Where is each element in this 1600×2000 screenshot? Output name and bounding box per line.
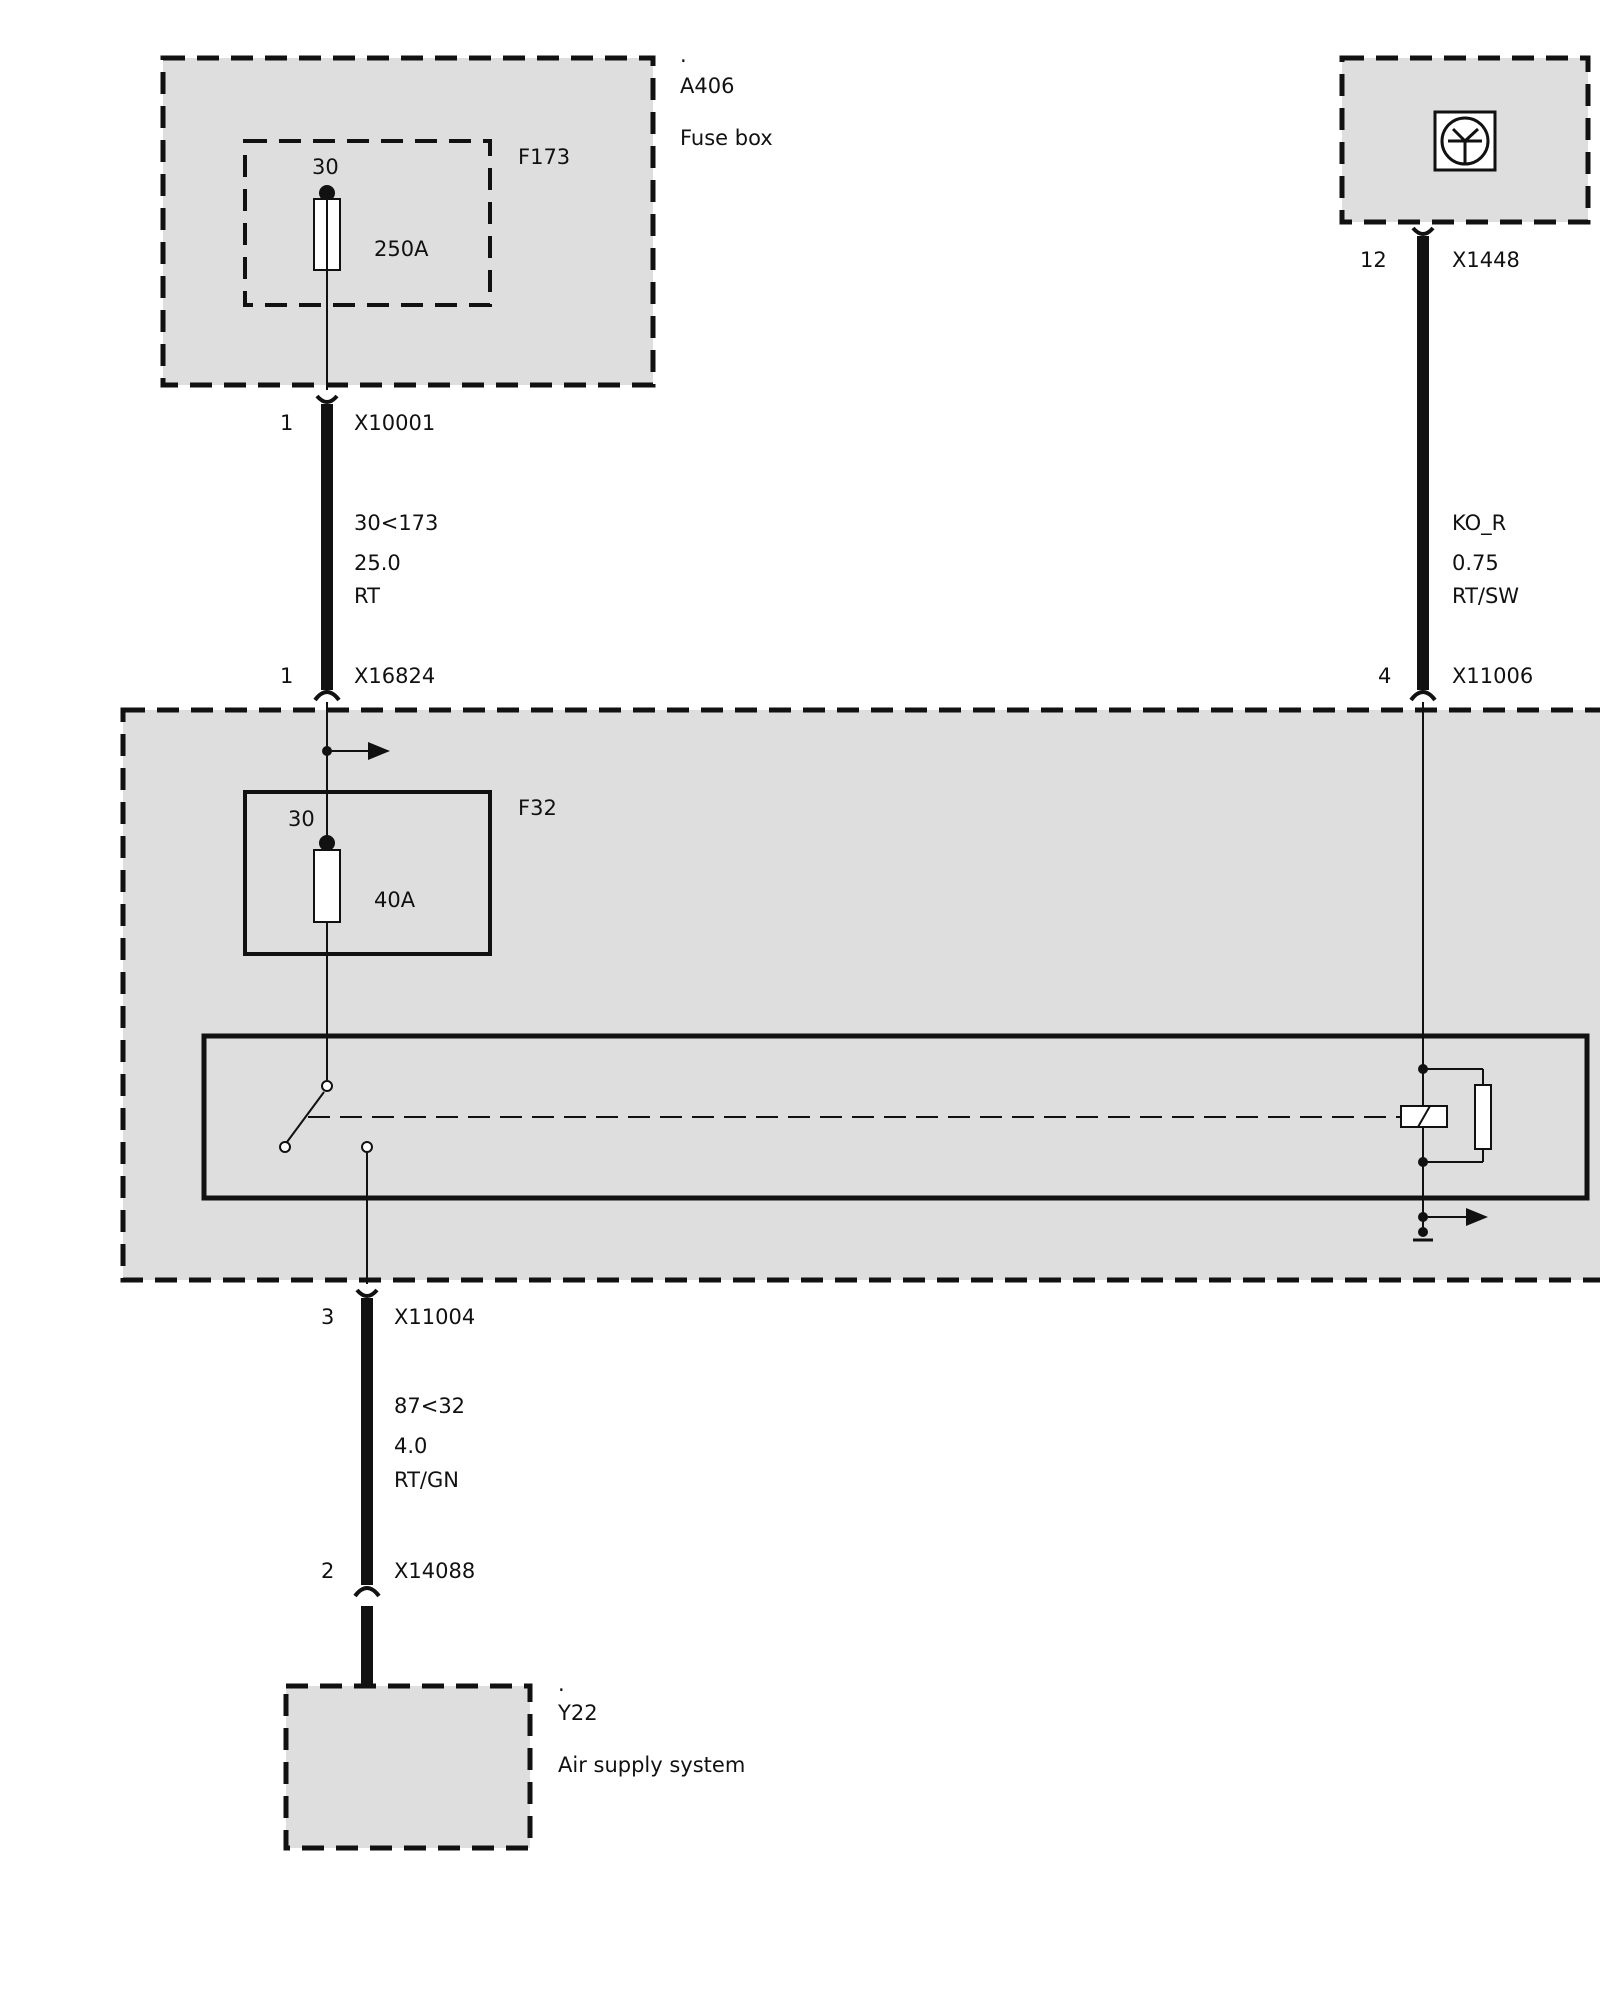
- a406-dot: .: [680, 43, 687, 67]
- f32-code: F32: [518, 796, 557, 820]
- relay-k-box: [201, 1033, 1590, 1201]
- connector-x14088-symbol: [353, 1586, 381, 1598]
- x1448-pin: 12: [1360, 248, 1387, 272]
- wire2-signal: KO_R: [1452, 511, 1506, 536]
- connector-x11004-symbol: [355, 1288, 379, 1298]
- suppression-resistor-symbol: [1474, 1084, 1492, 1150]
- switch-contact-nc: [279, 1141, 291, 1153]
- switch-contact-no: [361, 1141, 373, 1153]
- connector-x16824-symbol: [313, 690, 341, 702]
- fuse-f32-housing: [243, 790, 492, 956]
- x11006-pin: 4: [1378, 664, 1391, 688]
- wire2-color: RT/SW: [1452, 584, 1519, 608]
- wire3-size: 4.0: [394, 1434, 427, 1458]
- wire2-size: 0.75: [1452, 551, 1499, 575]
- transistor-emitter: [1451, 127, 1467, 143]
- relay-module: [120, 707, 1600, 1283]
- connector-x1448-symbol: [1411, 226, 1435, 236]
- wire1-color: RT: [354, 584, 380, 608]
- a406-name: Fuse box: [680, 126, 773, 150]
- f173-terminal-dot: [319, 185, 335, 201]
- x10001-pin: 1: [280, 411, 293, 435]
- connector-x10001-symbol: [315, 394, 339, 404]
- x16824-code: X16824: [354, 664, 435, 688]
- x16824-pin: 1: [280, 664, 293, 688]
- branch-arrow-bottom: [1466, 1208, 1488, 1226]
- x1448-code: X1448: [1452, 248, 1520, 272]
- wire3-signal: 87<32: [394, 1394, 465, 1418]
- branch-arrow-top: [368, 742, 390, 760]
- switch-arm: [286, 1091, 325, 1143]
- y22-name: Air supply system: [558, 1753, 745, 1777]
- f173-terminal: 30: [312, 155, 339, 179]
- x14088-code: X14088: [394, 1559, 475, 1583]
- x11004-code: X11004: [394, 1305, 475, 1329]
- relay-coil-slash: [1417, 1105, 1431, 1128]
- f173-rating: 250A: [374, 237, 429, 261]
- x14088-pin: 2: [321, 1559, 334, 1583]
- x11004-pin: 3: [321, 1305, 334, 1329]
- connector-x11006-symbol: [1409, 690, 1437, 702]
- fuse-f32-symbol: [313, 849, 341, 923]
- f173-code: F173: [518, 145, 570, 169]
- air-supply-system-y22: [283, 1683, 533, 1851]
- x10001-code: X10001: [354, 411, 435, 435]
- wire1-signal: 30<173: [354, 511, 438, 535]
- y22-dot: .: [558, 1672, 565, 1696]
- f32-rating: 40A: [374, 888, 416, 912]
- ground-point-dot: [1418, 1227, 1428, 1237]
- transistor-collector: [1463, 127, 1480, 143]
- fuse-f173-housing: [243, 139, 492, 307]
- a406-code: A406: [680, 74, 734, 98]
- wire3-color: RT/GN: [394, 1468, 459, 1492]
- y22-code: Y22: [557, 1701, 598, 1725]
- x11006-code: X11006: [1452, 664, 1533, 688]
- f32-terminal: 30: [288, 807, 315, 831]
- wire1-size: 25.0: [354, 551, 401, 575]
- f32-terminal-dot: [319, 835, 335, 851]
- switch-contact-common: [321, 1080, 333, 1092]
